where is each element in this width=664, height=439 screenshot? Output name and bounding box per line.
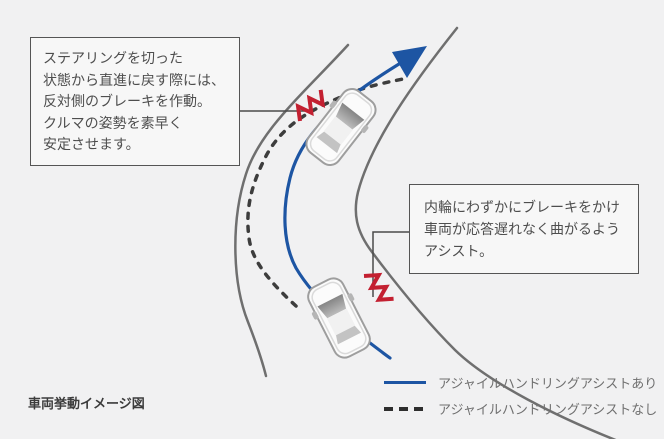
legend-swatch-dashed-line: [384, 406, 426, 411]
callout-text-line: ステアリングを切った: [43, 50, 183, 66]
callout-text-line: 車両が応答遅れなく曲がるよう: [424, 221, 620, 237]
callout-steering-return: ステアリングを切った 状態から直進に戻す際には、 反対側のブレーキを作動。 クル…: [30, 37, 240, 166]
brake-pulse-icon-lower: [363, 272, 394, 302]
brake-pulse-icon-upper: [295, 89, 326, 122]
callout-text-line: 内輪にわずかにブレーキをかけ: [424, 199, 620, 215]
direction-arrow-icon: [392, 46, 427, 78]
legend-swatch-solid-line: [384, 381, 426, 384]
road-left-edge: [234, 43, 350, 378]
car-top-view-lower: [300, 272, 378, 364]
legend-label: アジャイルハンドリングアシストなし: [438, 402, 658, 417]
callout-text-line: 安定させます。: [43, 136, 140, 152]
diagram-caption: 車両挙動イメージ図: [28, 396, 145, 411]
legend: アジャイルハンドリングアシストあり アジャイルハンドリングアシストなし: [384, 373, 657, 418]
callout-text-line: 状態から直進に戻す際には、: [43, 71, 225, 88]
legend-label: アジャイルハンドリングアシストあり: [438, 376, 658, 391]
callout-inner-wheel-brake: 内輪にわずかにブレーキをかけ 車両が応答遅れなく曲がるよう アシスト。: [409, 184, 639, 274]
path-without-assist: [246, 77, 405, 308]
callout-text-line: 反対側のブレーキを作動。: [43, 93, 211, 109]
callout-text-line: アシスト。: [424, 243, 494, 259]
legend-item-without-assist: アジャイルハンドリングアシストなし: [384, 399, 657, 418]
legend-item-with-assist: アジャイルハンドリングアシストあり: [384, 373, 657, 392]
callout-text-line: クルマの姿勢を素早く: [43, 114, 183, 131]
road-right-edge: [354, 26, 617, 439]
